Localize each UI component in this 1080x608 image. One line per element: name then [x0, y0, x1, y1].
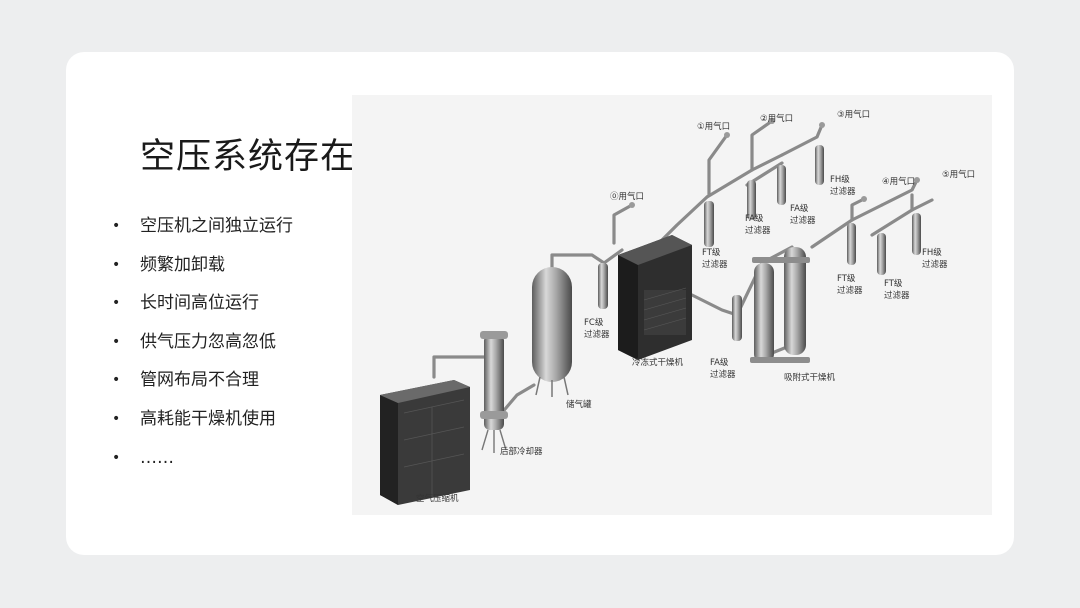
adsorption-dryer — [750, 247, 810, 363]
label-fh-r-1: FH级 — [922, 247, 942, 258]
label-ft-r2-2: 过滤器 — [884, 290, 910, 301]
label-fa-b-2: 过滤器 — [790, 215, 816, 226]
label-fh-top-2: 过滤器 — [830, 186, 856, 197]
fa-filter-low — [732, 295, 742, 341]
label-ft-r2-1: FT级 — [884, 278, 903, 289]
label-ft-r1-2: 过滤器 — [837, 285, 863, 296]
air-receiver-tank — [532, 267, 572, 397]
label-outlet-1: ①用气口 — [697, 121, 730, 132]
filter-group-upper — [747, 145, 824, 220]
bullet-item: 供气压力忽高忽低 — [112, 326, 293, 365]
bullet-item: 空压机之间独立运行 — [112, 210, 293, 249]
label-outlet-0: ⓪用气口 — [610, 191, 644, 202]
fc-filter — [598, 263, 608, 309]
label-fa-a-1: FA级 — [745, 213, 764, 224]
label-fa-low-2: 过滤器 — [710, 369, 736, 380]
diagram-labels: 空气压缩机 后部冷却器 储气罐 FC级 过滤器 冷冻式干燥机 FA级 过滤器 吸… — [416, 109, 975, 504]
label-fc-filter-1: FC级 — [584, 317, 604, 328]
bullet-item: 频繁加卸载 — [112, 249, 293, 288]
label-refrig-dryer: 冷冻式干燥机 — [632, 357, 684, 368]
label-aftercooler: 后部冷却器 — [500, 446, 543, 457]
ft-filter-top — [704, 201, 714, 247]
label-fh-r-2: 过滤器 — [922, 259, 948, 270]
label-outlet-4: ④用气口 — [882, 176, 915, 187]
label-ft-top-2: 过滤器 — [702, 259, 728, 270]
filter-group-right — [847, 213, 921, 275]
air-compressor — [380, 380, 470, 505]
label-ft-top-1: FT级 — [702, 247, 721, 258]
outlet-stubs — [629, 118, 920, 208]
label-fc-filter-2: 过滤器 — [584, 329, 610, 340]
label-fa-low-1: FA级 — [710, 357, 729, 368]
label-compressor: 空气压缩机 — [416, 493, 459, 504]
compressed-air-system-diagram: 空气压缩机 后部冷却器 储气罐 FC级 过滤器 冷冻式干燥机 FA级 过滤器 吸… — [352, 95, 992, 515]
label-fa-a-2: 过滤器 — [745, 225, 771, 236]
label-outlet-3: ③用气口 — [837, 109, 870, 120]
bullet-item: 长时间高位运行 — [112, 287, 293, 326]
refrigerated-dryer — [618, 235, 692, 360]
bullet-item: 高耗能干燥机使用 — [112, 403, 293, 442]
bullet-item: …… — [112, 442, 293, 481]
label-outlet-5: ⑤用气口 — [942, 169, 975, 180]
label-tank: 储气罐 — [566, 399, 592, 410]
label-ft-r1-1: FT级 — [837, 273, 856, 284]
bullet-list: 空压机之间独立运行 频繁加卸载 长时间高位运行 供气压力忽高忽低 管网布局不合理… — [112, 210, 293, 480]
bullet-item: 管网布局不合理 — [112, 364, 293, 403]
label-fh-top-1: FH级 — [830, 174, 850, 185]
label-ads-dryer: 吸附式干燥机 — [784, 372, 836, 383]
label-fa-b-1: FA级 — [790, 203, 809, 214]
aftercooler — [480, 331, 508, 453]
label-outlet-2: ②用气口 — [760, 113, 793, 124]
